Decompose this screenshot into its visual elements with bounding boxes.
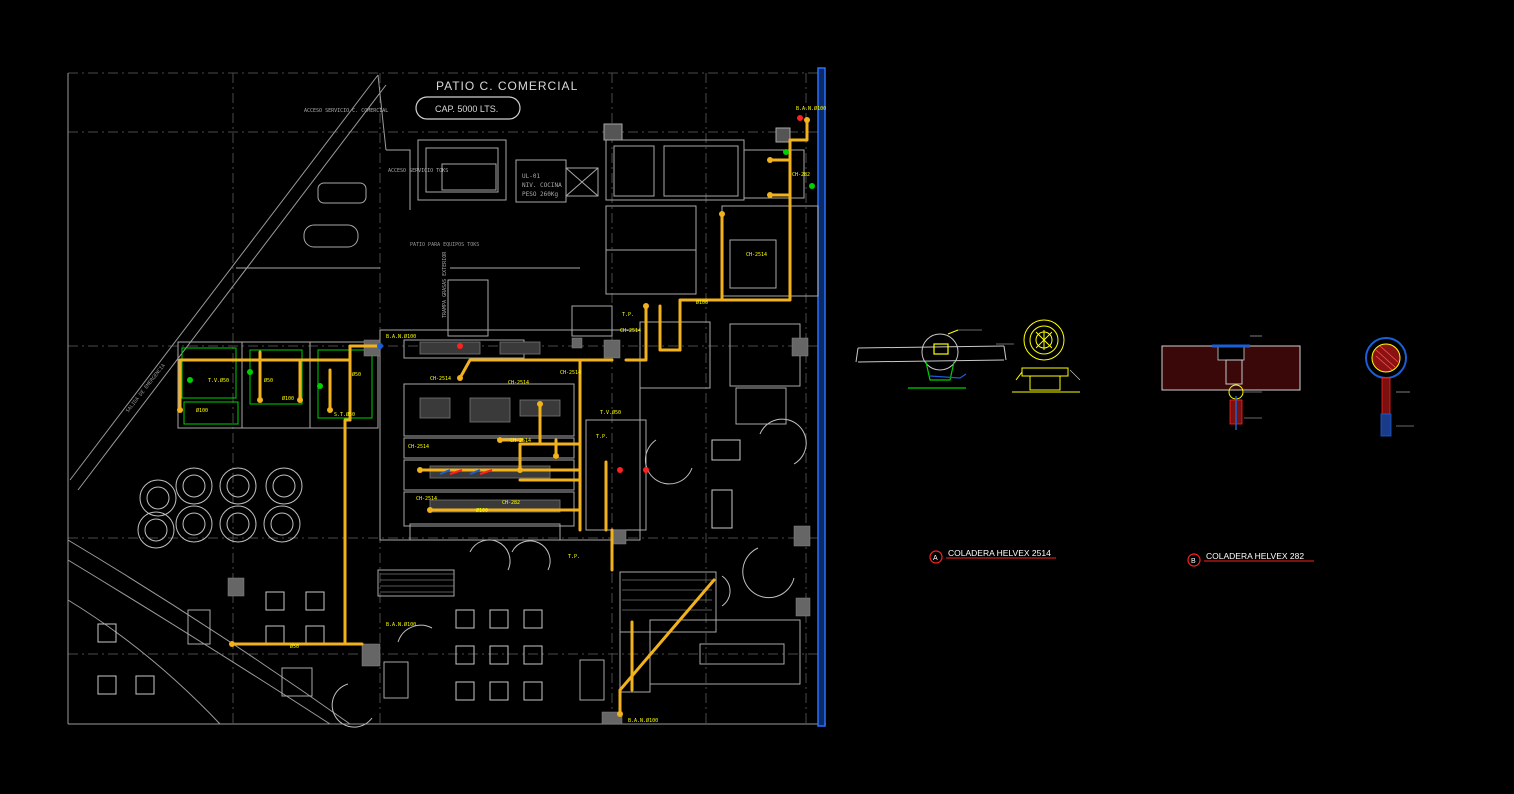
diagonal-boundary xyxy=(69,74,387,491)
drain-tag: T.P. xyxy=(622,312,634,318)
drain-tag: T.P. xyxy=(568,554,580,560)
grease-trap-label: TRAMPA GRASAS EXTERIOR xyxy=(442,251,448,318)
detail-b: B COLADERA HELVEX 282 xyxy=(1161,335,1414,567)
tank-label: CAP. 5000 LTS. xyxy=(435,104,498,114)
detail-b-marker: B xyxy=(1191,558,1196,565)
detail-b-title-text: COLADERA HELVEX 282 xyxy=(1206,551,1304,561)
detail-a-title-text: COLADERA HELVEX 2514 xyxy=(948,548,1051,558)
drain-tag: CH-282 xyxy=(502,500,520,506)
detail-b-title: B COLADERA HELVEX 282 xyxy=(1187,551,1314,567)
patio-structures xyxy=(236,139,599,337)
drain-tag: CH-2514 xyxy=(746,252,767,258)
detail-b-callouts xyxy=(1244,335,1414,427)
dining-booths xyxy=(137,418,807,728)
drain-fixtures xyxy=(177,117,810,717)
drain-tag: Ø50 xyxy=(290,643,299,650)
detail-a-fixture xyxy=(908,329,967,389)
detail-a-section xyxy=(855,333,1007,371)
drain-tag: Ø50 xyxy=(264,377,273,384)
drain-tag: CH-282 xyxy=(792,172,810,178)
drain-tag: T.V.Ø50 xyxy=(208,377,229,384)
drain-tags: B.A.N.Ø100 B.A.N.Ø100 B.A.N.Ø100 B.A.N.Ø… xyxy=(196,105,826,724)
service-rooms xyxy=(603,123,819,297)
detail-a-elevation xyxy=(1012,367,1080,393)
drain-tag: T.V.Ø50 xyxy=(600,409,621,416)
drain-tag: B.A.N.Ø100 xyxy=(796,105,826,112)
drain-tag: B.A.N.Ø100 xyxy=(386,333,416,340)
detail-a-title: A COLADERA HELVEX 2514 xyxy=(929,548,1056,564)
drain-tag: CH-2514 xyxy=(508,380,529,386)
drain-tag: Ø100 xyxy=(476,507,488,514)
plan-frame xyxy=(67,73,826,725)
access-label: ACCESO SERVICIO C. COMERCIAL xyxy=(304,108,388,114)
equipment-unit-line-2: NIV. COCINA xyxy=(522,182,562,189)
drain-tag: CH-2514 xyxy=(560,370,581,376)
dining-tables xyxy=(97,439,741,701)
drain-tag: CH-2514 xyxy=(430,376,451,382)
drain-tag: B.A.N.Ø100 xyxy=(628,717,658,724)
drain-tag: Ø100 xyxy=(282,395,294,402)
service-access-label: ACCESO SERVICIO TOKS xyxy=(388,168,448,174)
detail-b-slab xyxy=(1161,344,1301,430)
equipment-unit-line-3: PESO 260Kg xyxy=(522,191,559,198)
detail-a-plan xyxy=(1023,319,1065,361)
drain-tag: CH-2514 xyxy=(416,496,437,502)
drainage-network xyxy=(178,118,809,716)
sanitary-fixtures xyxy=(187,115,815,473)
equipment-unit-line-1: UL-01 xyxy=(522,173,540,180)
drain-tag: CH-2514 xyxy=(510,438,531,444)
patio-equipment-label: PATIO PARA EQUIPOS TOKS xyxy=(410,242,479,248)
drain-tag: S.T.Ø50 xyxy=(334,411,355,418)
patio-title: PATIO C. COMERCIAL xyxy=(436,79,578,93)
curved-arcade xyxy=(67,539,351,725)
detail-a-callouts xyxy=(958,329,1081,381)
plan-right-border xyxy=(817,67,826,727)
drain-tag: T.P. xyxy=(596,434,608,440)
floor-plan: PATIO C. COMERCIAL CAP. 5000 LTS. ACCESO… xyxy=(67,67,826,728)
water-tank xyxy=(415,96,521,120)
detail-b-plan xyxy=(1365,337,1407,437)
drain-tag: Ø100 xyxy=(196,407,208,414)
detail-a-marker: A xyxy=(933,555,938,562)
detail-a: A COLADERA HELVEX 2514 xyxy=(855,319,1081,564)
drain-tag: CH-2514 xyxy=(620,328,641,334)
drain-tag: B.A.N.Ø100 xyxy=(386,621,416,628)
restrooms xyxy=(177,341,379,429)
drain-tag: CH-2514 xyxy=(408,444,429,450)
drain-tag: Ø100 xyxy=(696,299,708,306)
drain-tag: Ø50 xyxy=(352,371,361,378)
colored-pipes xyxy=(439,469,493,475)
